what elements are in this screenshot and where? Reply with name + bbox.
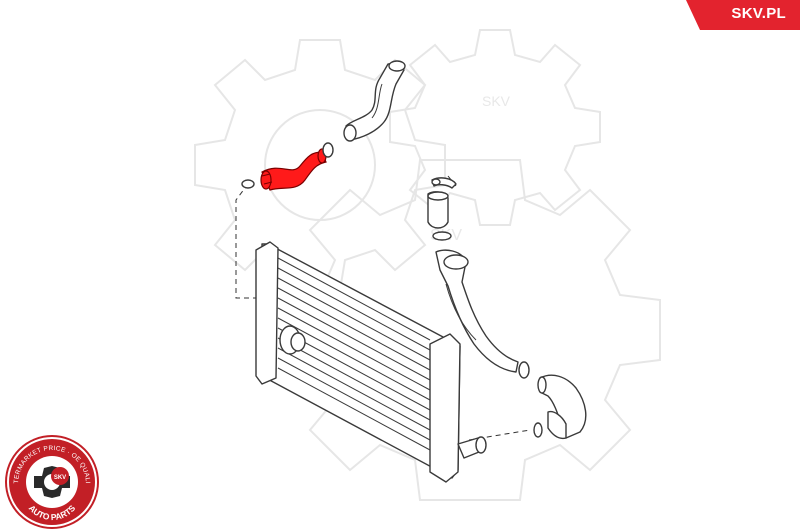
seal-center-text: SKV bbox=[54, 475, 66, 481]
brand-corner-banner bbox=[686, 0, 800, 30]
hose-clamp-right-middle bbox=[432, 231, 452, 241]
brand-corner: SKV.PL bbox=[674, 0, 800, 30]
lower-bent-hose bbox=[537, 374, 587, 440]
charge-air-hose-highlighted bbox=[260, 148, 327, 191]
intercooler-radiator bbox=[255, 241, 487, 483]
o-ring-seal-lower bbox=[533, 422, 543, 438]
lower-charge-pipe bbox=[435, 249, 519, 373]
skv-watermark-gear-icon bbox=[194, 39, 446, 291]
o-ring-seal-upper bbox=[241, 179, 255, 189]
hose-clamp-upper bbox=[322, 142, 334, 158]
skv-quality-seal-icon: AFTERMARKET PRICE · OE QUALITY AUTO PART… bbox=[5, 435, 99, 529]
watermark-text: SKV bbox=[482, 93, 511, 109]
site-label[interactable]: SKV.PL bbox=[731, 5, 786, 22]
small-connector-hose bbox=[427, 191, 449, 229]
hose-clamp-lower bbox=[518, 361, 530, 379]
hose-clamp-right-top bbox=[431, 177, 457, 189]
skv-watermark-gear-small-icon: SKV bbox=[389, 29, 601, 226]
upper-intake-pipe bbox=[343, 60, 406, 142]
